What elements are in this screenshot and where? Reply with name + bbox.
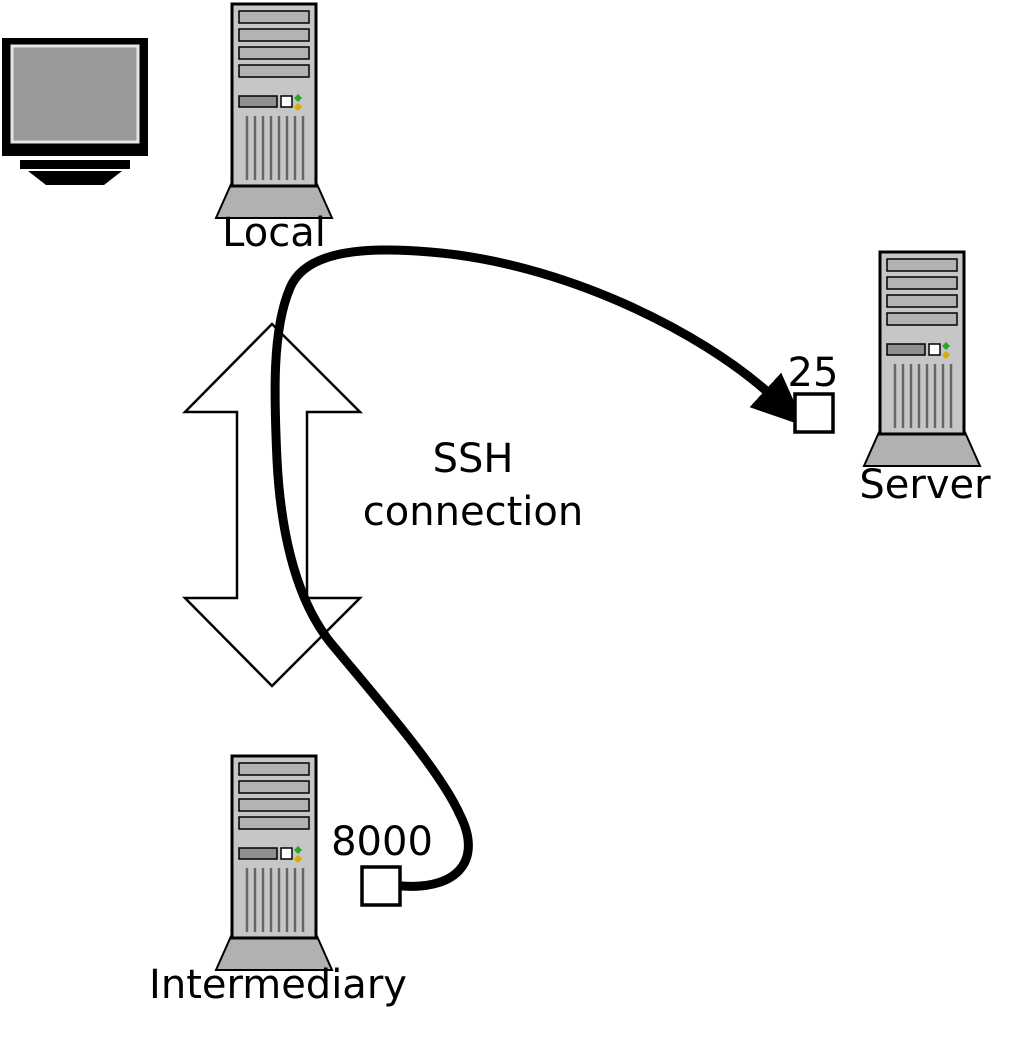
monitor-screen	[10, 44, 140, 144]
ssh-connection-label-line1: SSH	[433, 436, 514, 482]
monitor-stand-bar	[20, 160, 130, 169]
ssh-connection-label-line2: connection	[363, 489, 583, 535]
forwarded-connection-curve	[270, 245, 806, 891]
intermediary-port-label: 8000	[331, 819, 433, 865]
ssh-connection-arrow	[182, 322, 364, 688]
local-label: Local	[222, 210, 326, 256]
server-label: Server	[859, 462, 991, 508]
intermediary-label: Intermediary	[149, 962, 407, 1008]
monitor-stand-foot	[28, 171, 122, 185]
server-tower-icon	[862, 250, 982, 468]
server-port-box	[793, 392, 835, 434]
local-tower-icon	[214, 2, 334, 220]
server-port-label: 25	[788, 350, 839, 396]
intermediary-port-box	[360, 865, 402, 907]
monitor-icon	[2, 38, 148, 185]
intermediary-tower-icon	[214, 754, 334, 972]
